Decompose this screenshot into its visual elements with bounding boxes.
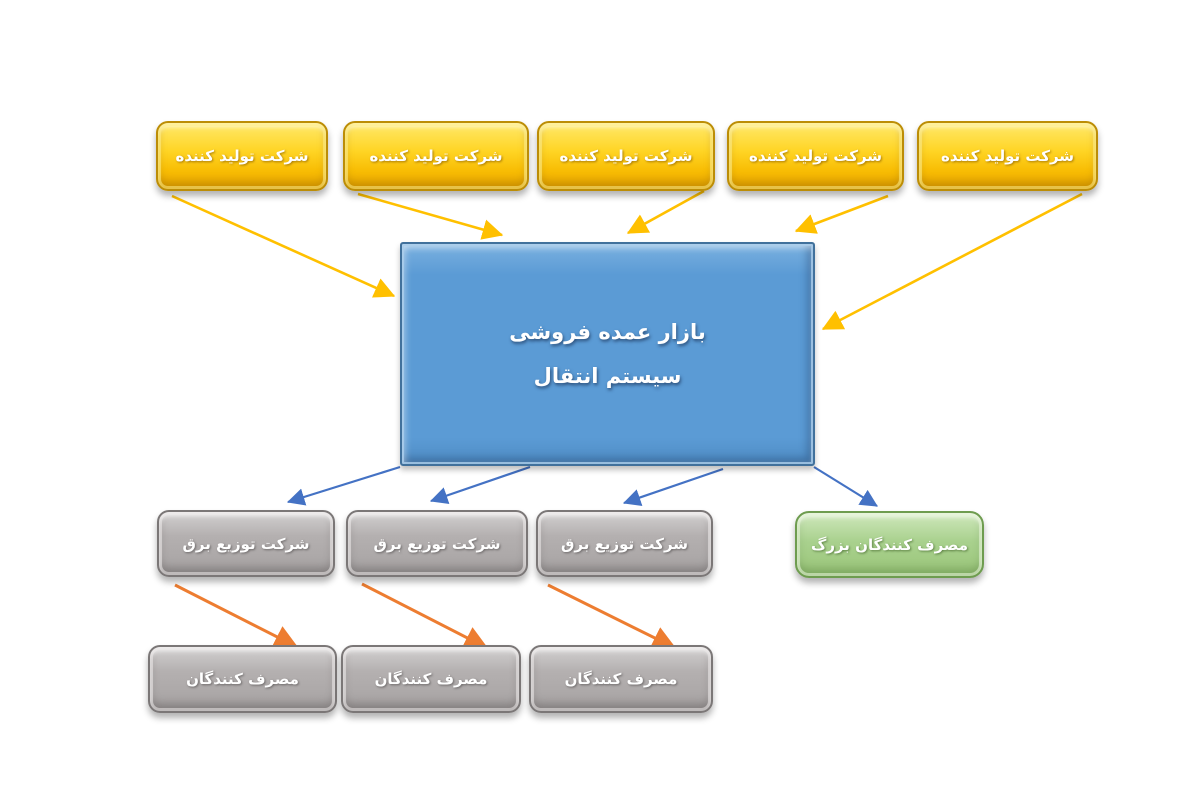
arrow-producer1-to-market bbox=[171, 194, 396, 298]
producer-box-3: شرکت تولید کننده bbox=[537, 121, 715, 191]
producer-label: شرکت تولید کننده bbox=[559, 147, 693, 165]
wholesale-market-title: بازار عمده فروشی bbox=[509, 320, 706, 344]
consumer-label: مصرف کنندگان bbox=[186, 670, 299, 688]
distributor-label: شرکت توزیع برق bbox=[373, 534, 501, 553]
producer-label: شرکت تولید کننده bbox=[369, 147, 503, 165]
consumer-label: مصرف کنندگان bbox=[374, 670, 488, 688]
producer-label: شرکت تولید کننده bbox=[748, 147, 883, 165]
producer-box-4: شرکت تولید کننده bbox=[727, 121, 904, 191]
producer-box-5: شرکت تولید کننده bbox=[917, 121, 1098, 191]
arrow-producer3-to-market bbox=[626, 189, 705, 235]
arrow-market-to-distributor3 bbox=[622, 467, 724, 506]
arrow-market-to-large-consumers bbox=[813, 466, 878, 507]
arrow-producer4-to-market bbox=[794, 194, 889, 234]
large-consumers-box: مصرف کنندگان بزرگ bbox=[795, 511, 984, 578]
arrow-market-to-distributor1 bbox=[286, 465, 401, 506]
arrow-distributor2-to-consumers bbox=[361, 582, 489, 650]
arrow-market-to-distributor2 bbox=[429, 465, 531, 504]
consumer-box-3: مصرف کنندگان bbox=[529, 645, 713, 713]
distributor-box-3: شرکت توزیع برق bbox=[536, 510, 713, 577]
consumer-label: مصرف کنندگان bbox=[564, 670, 678, 688]
arrow-distributor3-to-consumers bbox=[547, 583, 677, 650]
distributor-box-2: شرکت توزیع برق bbox=[346, 510, 528, 577]
distributor-label: شرکت توزیع برق bbox=[560, 534, 689, 553]
distributor-box-1: شرکت توزیع برق bbox=[157, 510, 335, 577]
consumer-box-1: مصرف کنندگان bbox=[148, 645, 337, 713]
producer-label: شرکت تولید کننده bbox=[940, 147, 1075, 165]
distributor-label: شرکت توزیع برق bbox=[182, 534, 310, 553]
producer-box-2: شرکت تولید کننده bbox=[343, 121, 529, 191]
consumer-box-2: مصرف کنندگان bbox=[341, 645, 521, 713]
producer-box-1: شرکت تولید کننده bbox=[156, 121, 328, 191]
wholesale-market-box: بازار عمده فروشی سیستم انتقال bbox=[400, 242, 815, 466]
arrow-distributor1-to-consumers bbox=[174, 583, 299, 649]
transmission-system-label: سیستم انتقال bbox=[533, 364, 682, 388]
arrow-producer2-to-market bbox=[357, 192, 504, 240]
producer-label: شرکت تولید کننده bbox=[175, 147, 309, 165]
large-consumers-label: مصرف کنندگان بزرگ bbox=[810, 535, 969, 554]
arrow-producer5-to-market bbox=[821, 192, 1083, 331]
